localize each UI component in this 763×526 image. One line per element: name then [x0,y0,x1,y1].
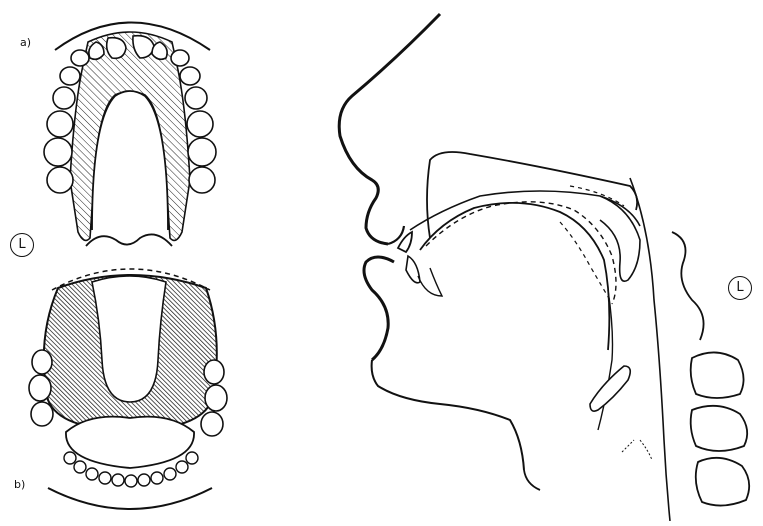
lower-incisor [406,256,420,283]
larynx-right [640,440,652,460]
tongue-dashed-inner [560,222,610,300]
vertebra-1 [691,352,744,398]
tongue-tip [66,417,194,468]
cervical-spine [672,232,749,506]
lower-lip-arc [48,488,212,509]
neck-front [524,470,540,490]
vertebra-2 [691,406,748,451]
sound-marker-right: L [728,276,752,300]
tongue-underside [418,268,442,296]
velum-edge [86,234,172,246]
vertebra-3 [696,458,749,506]
panel-a-label: a) [20,36,31,49]
sagittal-section [339,14,670,521]
tongue-body [420,203,609,350]
jaw-line [372,360,524,470]
palatogram-upper [44,23,216,247]
lower-lip-chin [364,257,394,360]
nose-profile [339,14,440,244]
linguogram-lower [29,269,227,509]
panel-b-label: b) [14,478,25,491]
spine-outline [672,232,704,340]
larynx-left [622,440,634,452]
sound-marker-left: L [10,233,34,257]
